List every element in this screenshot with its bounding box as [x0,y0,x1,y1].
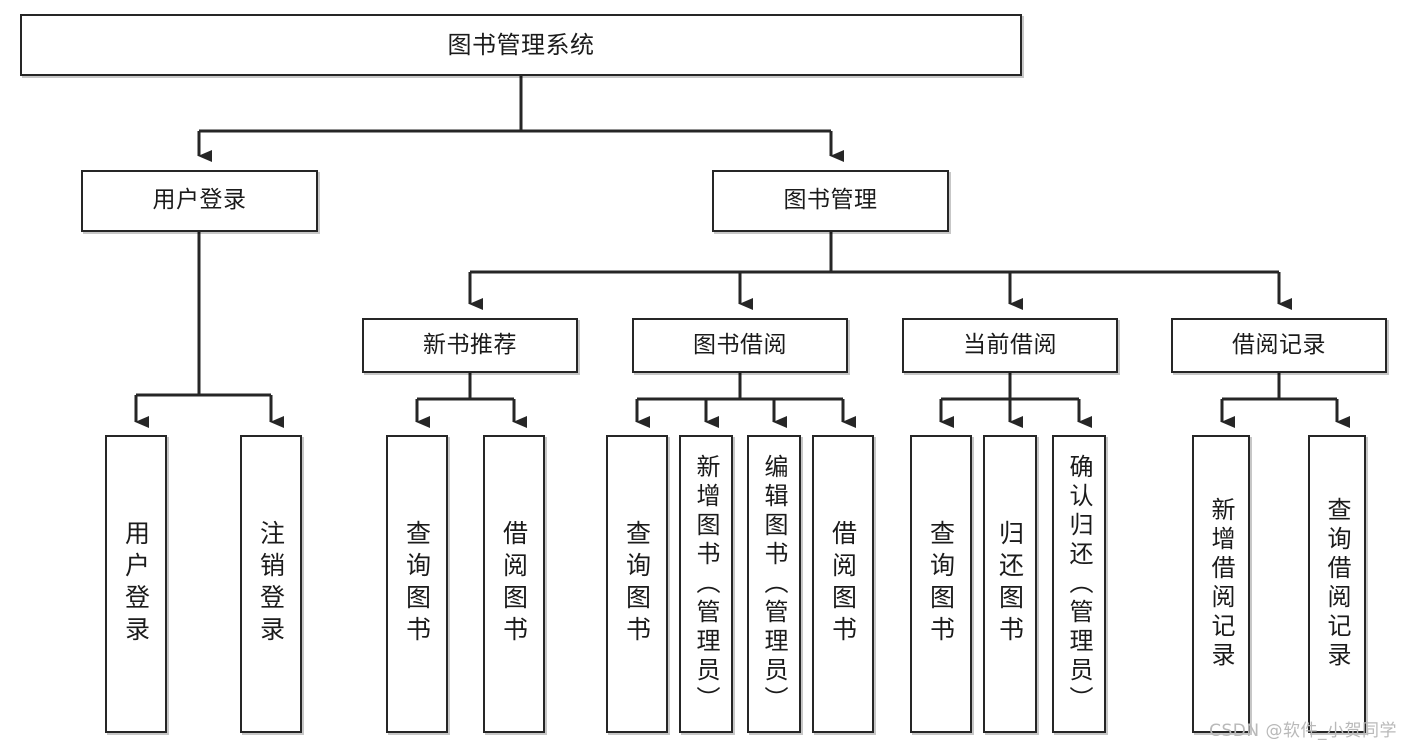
node-leaf-add-book-admin[interactable]: 新增图书（管理员） [679,435,733,733]
node-leaf-user-login[interactable]: 用户登录 [105,435,167,733]
node-leaf-edit-book-admin[interactable]: 编辑图书（管理员） [747,435,801,733]
node-new-book-recommend[interactable]: 新书推荐 [362,318,578,373]
node-label: 借阅图书 [828,520,858,648]
node-label: 编辑图书（管理员） [760,453,788,715]
node-label: 图书管理 [783,187,878,214]
node-leaf-add-borrow-record[interactable]: 新增借阅记录 [1192,435,1250,733]
node-label: 图书借阅 [693,331,787,358]
node-label: 当前借阅 [963,331,1057,358]
node-label: 新增图书（管理员） [692,453,720,715]
node-label: 查询图书 [402,520,432,648]
node-leaf-borrow-book[interactable]: 借阅图书 [812,435,874,733]
node-label: 归还图书 [995,520,1025,648]
node-leaf-query-borrow-record[interactable]: 查询借阅记录 [1308,435,1366,733]
node-leaf-logout[interactable]: 注销登录 [240,435,302,733]
node-root-book-management-system[interactable]: 图书管理系统 [20,14,1022,76]
csdn-watermark: CSDN @软件_小贺同学 [1209,721,1397,741]
node-leaf-query-book-newbook[interactable]: 查询图书 [386,435,448,733]
node-book-management[interactable]: 图书管理 [712,170,949,232]
node-label: 查询图书 [622,520,652,648]
node-user-login[interactable]: 用户登录 [81,170,318,232]
node-leaf-query-book-borrow[interactable]: 查询图书 [606,435,668,733]
node-label: 新增借阅记录 [1207,497,1235,671]
node-leaf-confirm-return-admin[interactable]: 确认归还（管理员） [1052,435,1106,733]
node-label: 查询借阅记录 [1323,497,1351,671]
node-label: 图书管理系统 [447,30,595,59]
node-book-borrow[interactable]: 图书借阅 [632,318,848,373]
node-leaf-borrow-book-newbook[interactable]: 借阅图书 [483,435,545,733]
node-label: 借阅图书 [499,520,529,648]
node-leaf-return-book[interactable]: 归还图书 [983,435,1037,733]
node-label: 查询图书 [926,520,956,648]
node-label: 借阅记录 [1232,331,1326,358]
node-label: 用户登录 [152,187,247,214]
node-label: 确认归还（管理员） [1065,453,1093,715]
node-label: 注销登录 [256,520,286,648]
node-leaf-query-book-current[interactable]: 查询图书 [910,435,972,733]
node-borrow-record[interactable]: 借阅记录 [1171,318,1387,373]
node-current-borrow[interactable]: 当前借阅 [902,318,1118,373]
node-label: 用户登录 [121,520,151,648]
node-label: 新书推荐 [423,331,517,358]
